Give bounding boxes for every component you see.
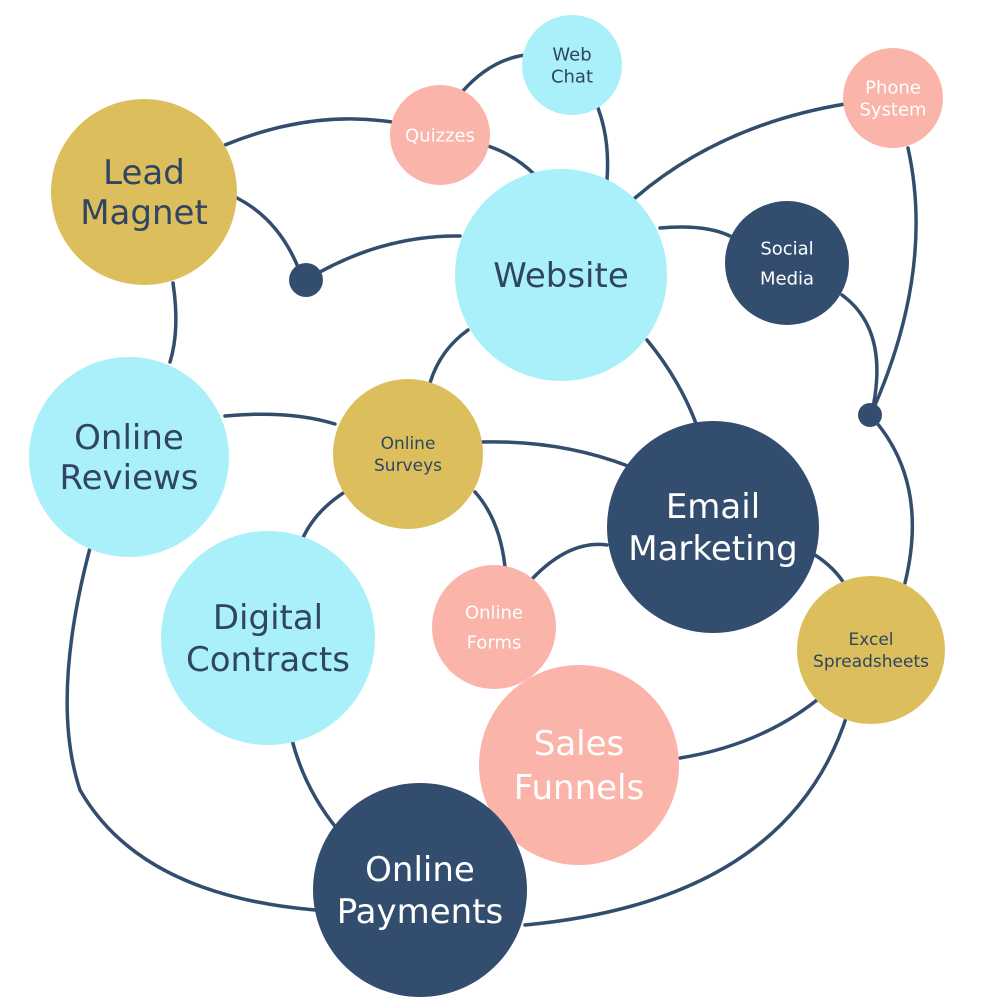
node-label-online-payments-1: Payments [337,892,504,932]
edge-lead-magnet-quizzes [223,117,394,147]
node-label-digital-contracts-1: Contracts [186,640,350,680]
node-circle-phone-system [843,48,943,148]
node-label-quizzes-0: Quizzes [405,125,475,146]
edge-social-junction2 [840,293,879,414]
node-website: Website [455,169,667,381]
node-label-lead-magnet-1: Magnet [80,193,208,233]
edge-reviews-surveys [223,412,337,426]
node-circle-sales-funnels [479,665,679,865]
edge-lead-magnet-junction [235,196,302,274]
node-label-phone-system-1: System [859,99,926,120]
node-label-lead-magnet-0: Lead [103,153,185,193]
node-circle-quizzes [390,85,490,185]
node-label-website-0: Website [493,256,629,296]
node-label-online-reviews-1: Reviews [59,458,198,498]
node-label-sales-funnels-0: Sales [534,724,625,764]
node-label-online-reviews-0: Online [74,418,184,458]
node-circle-lead-magnet [51,99,237,285]
node-label-excel-spreadsheets-0: Excel [848,630,893,650]
edge-website-email [645,338,699,428]
node-label-email-marketing-0: Email [666,487,760,527]
node-circle-excel-spreadsheets [797,576,945,724]
node-label-online-forms-0: Online [465,602,523,623]
node-circle-web-chat [522,15,622,115]
node-label-phone-system-0: Phone [865,77,921,98]
edge-lead-magnet-reviews [168,281,178,364]
edge-junction-website [304,234,462,282]
edge-excel-funnels [678,698,819,760]
edge-quizzes-webchat [460,53,527,94]
edge-contracts-payments [290,738,340,832]
node-circle-online-payments [313,783,527,997]
node-circle-online-surveys [333,379,483,529]
connection-lines [65,53,918,927]
edge-surveys-contracts [300,488,350,542]
edge-surveys-forms [473,490,507,569]
edge-forms-email [531,542,609,580]
node-label-social-media-1: Media [760,268,814,289]
edge-surveys-email [479,440,630,468]
node-label-digital-contracts-0: Digital [213,598,323,638]
node-label-online-surveys-1: Surveys [374,456,442,476]
edge-website-social [658,225,732,238]
edge-website-surveys [428,328,470,385]
edge-webchat-website [596,106,610,182]
edge-phone-junction2 [870,146,918,414]
node-label-excel-spreadsheets-1: Spreadsheets [813,652,929,672]
node-label-web-chat-1: Chat [551,66,593,87]
node-label-web-chat-0: Web [552,44,591,65]
node-label-online-forms-1: Forms [467,632,522,653]
node-circle-email-marketing [607,421,819,633]
node-circle-online-reviews [29,357,229,557]
nodes-layer: LeadMagnetQuizzesWebChatPhoneSystemWebsi… [29,15,945,997]
node-circle-website [455,169,667,381]
node-quizzes: Quizzes [390,85,490,185]
node-label-email-marketing-1: Marketing [628,529,797,569]
node-circle-digital-contracts [161,531,375,745]
node-label-sales-funnels-1: Funnels [514,768,644,808]
node-circle-online-forms [432,565,556,689]
edge-reviews-payments [65,546,317,912]
junction-dot-right [858,403,882,427]
edge-website-phone [633,102,847,200]
junction-dot-left [289,263,323,297]
edge-excel-payments [523,710,850,927]
node-label-online-surveys-0: Online [381,434,436,454]
edge-junction2-excel [868,413,915,585]
edge-email-excel [813,553,847,587]
node-label-social-media-0: Social [760,238,813,259]
node-label-online-payments-0: Online [365,850,475,890]
edge-quizzes-website [486,144,537,177]
node-circle-social-media [725,201,849,325]
